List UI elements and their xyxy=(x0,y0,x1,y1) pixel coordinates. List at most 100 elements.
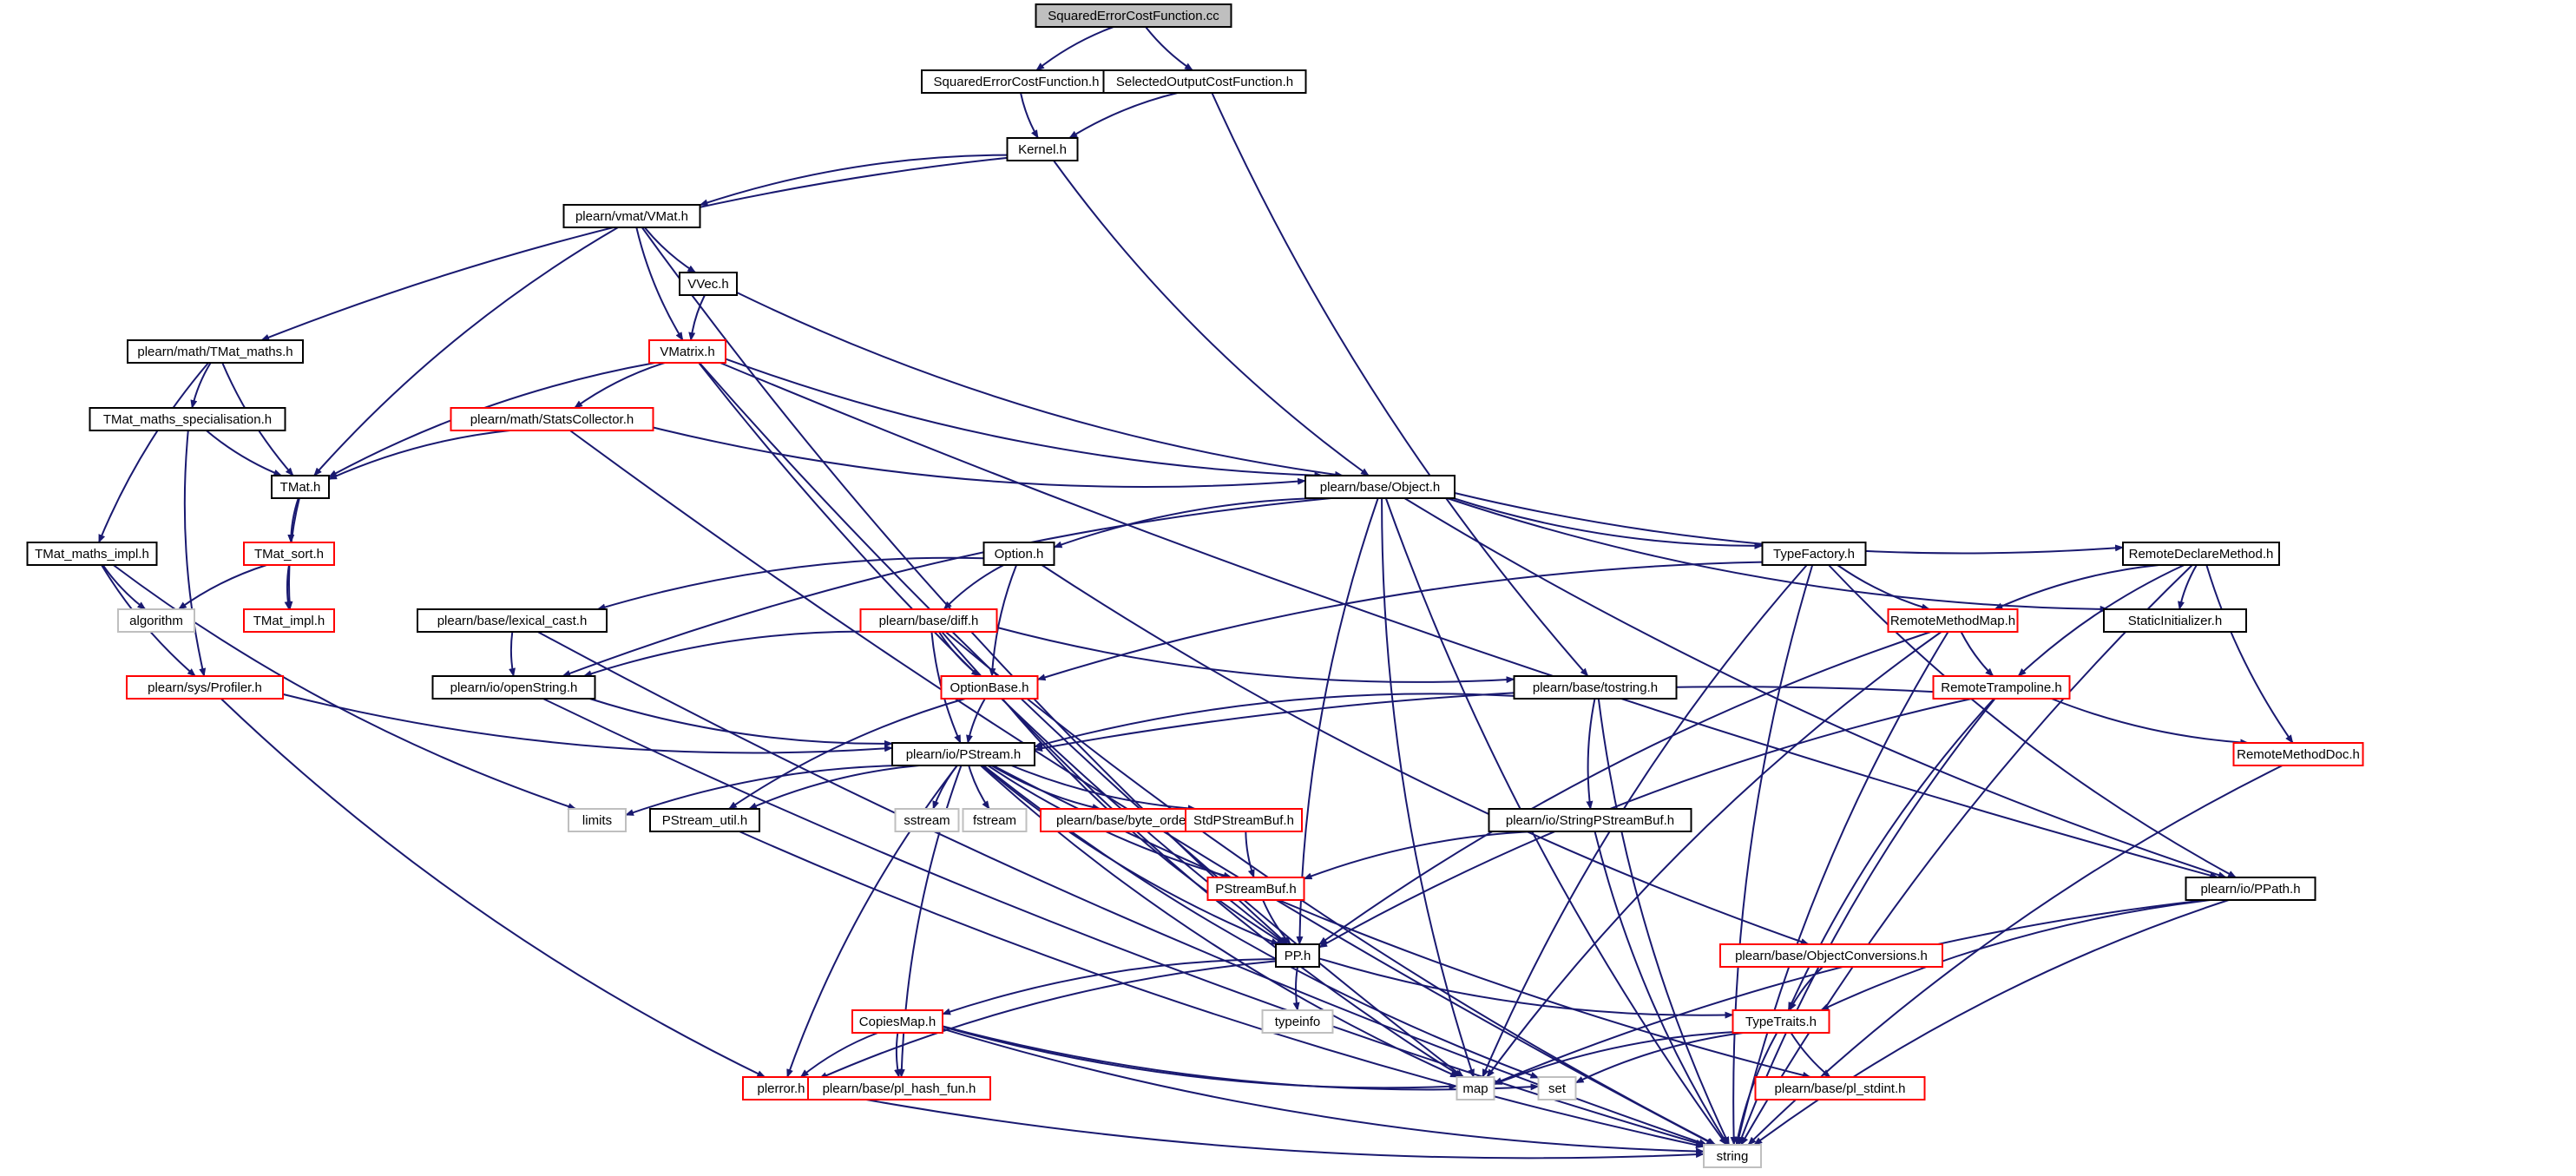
edge-tmat-impl2-to-algorithm xyxy=(102,564,147,610)
node-box xyxy=(1513,675,1678,700)
edge-pp-to-typetraits xyxy=(1318,957,1734,1019)
node-box xyxy=(1537,1076,1577,1100)
node-pstream-util[interactable]: PStream_util.h xyxy=(649,808,760,832)
node-psbuf[interactable]: PStreamBuf.h xyxy=(1206,877,1305,901)
node-vmat-h[interactable]: plearn/vmat/VMat.h xyxy=(562,204,701,228)
node-tostring[interactable]: plearn/base/tostring.h xyxy=(1513,675,1678,700)
node-box xyxy=(679,272,738,296)
node-box xyxy=(1488,808,1692,832)
node-label: PP.h xyxy=(1285,949,1311,963)
node-pstream[interactable]: plearn/io/PStream.h xyxy=(891,742,1035,766)
node-static-init[interactable]: StaticInitializer.h xyxy=(2103,608,2247,633)
node-copiesmap[interactable]: CopiesMap.h xyxy=(851,1009,943,1034)
node-typeinfo: typeinfo xyxy=(1261,1009,1334,1034)
node-profiler[interactable]: plearn/sys/Profiler.h xyxy=(126,675,284,700)
node-optionbase[interactable]: OptionBase.h xyxy=(940,675,1039,700)
node-rmm[interactable]: RemoteMethodMap.h xyxy=(1887,608,2019,633)
node-lexical[interactable]: plearn/base/lexical_cast.h xyxy=(417,608,608,633)
node-object[interactable]: plearn/base/Object.h xyxy=(1304,475,1456,499)
node-remotedecl[interactable]: RemoteDeclareMethod.h xyxy=(2122,542,2280,566)
node-stats[interactable]: plearn/math/StatsCollector.h xyxy=(450,407,654,431)
node-label: plearn/io/PStream.h xyxy=(906,747,1022,762)
node-plerror[interactable]: plerror.h xyxy=(742,1076,820,1100)
edge-pstream-to-limits xyxy=(625,765,901,817)
node-algorithm: algorithm xyxy=(117,608,195,633)
node-tmat-maths[interactable]: plearn/math/TMat_maths.h xyxy=(127,339,304,364)
node-tmat-impl[interactable]: TMat_impl.h xyxy=(243,608,335,633)
node-label: StdPStreamBuf.h xyxy=(1193,813,1294,828)
node-label: SquaredErrorCostFunction.h xyxy=(934,75,1100,89)
node-box xyxy=(1304,475,1456,499)
node-label: VMatrix.h xyxy=(660,345,714,359)
edge-pp-to-copiesmap xyxy=(942,958,1277,1015)
node-label: RemoteMethodDoc.h xyxy=(2237,747,2360,762)
node-label: plearn/base/ObjectConversions.h xyxy=(1735,949,1928,963)
node-hashfun[interactable]: plearn/base/pl_hash_fun.h xyxy=(807,1076,991,1100)
node-typetraits[interactable]: TypeTraits.h xyxy=(1732,1009,1830,1034)
edge-lexical-to-openstring xyxy=(509,631,516,677)
edge-remotedecl-to-rmm xyxy=(1994,564,2159,610)
edge-pstream-util-to-string xyxy=(739,831,1705,1149)
edge-diff-to-string xyxy=(944,631,1717,1146)
node-tmat-sort[interactable]: TMat_sort.h xyxy=(243,542,335,566)
node-limits: limits xyxy=(568,808,627,832)
node-ppath[interactable]: plearn/io/PPath.h xyxy=(2185,877,2316,901)
edge-secf-h-to-kernel xyxy=(1020,92,1039,139)
edge-object-to-option xyxy=(1053,497,1319,549)
node-openstring[interactable]: plearn/io/openString.h xyxy=(431,675,596,700)
node-diff[interactable]: plearn/base/diff.h xyxy=(859,608,998,633)
node-typefactory[interactable]: TypeFactory.h xyxy=(1761,542,1867,566)
node-vvec[interactable]: VVec.h xyxy=(679,272,738,296)
node-box xyxy=(89,407,286,431)
node-tmat-impl2[interactable]: TMat_maths_impl.h xyxy=(26,542,158,566)
edge-vmatrix-to-ppath xyxy=(720,362,2219,879)
node-stdpsb[interactable]: StdPStreamBuf.h xyxy=(1185,808,1303,832)
node-pp[interactable]: PP.h xyxy=(1275,943,1320,968)
node-label: plearn/base/tostring.h xyxy=(1533,680,1658,695)
node-rmdoc[interactable]: RemoteMethodDoc.h xyxy=(2232,742,2364,766)
node-box xyxy=(1035,3,1232,28)
node-box xyxy=(1261,1009,1334,1034)
node-kernel[interactable]: Kernel.h xyxy=(1006,137,1079,161)
node-tmat-spec[interactable]: TMat_maths_specialisation.h xyxy=(89,407,286,431)
edge-remotedecl-to-rmdoc xyxy=(2205,564,2294,744)
edge-vmat-h-to-pp xyxy=(641,227,1289,945)
node-stdint[interactable]: plearn/base/pl_stdint.h xyxy=(1754,1076,1926,1100)
edge-option-to-diff xyxy=(943,564,1004,610)
edge-root-to-secf-h xyxy=(1035,26,1114,71)
edge-remotedecl-to-string xyxy=(1740,564,2193,1146)
edge-optionbase-to-pstream xyxy=(966,698,986,744)
node-label: TMat.h xyxy=(280,480,321,495)
edge-stringpsb-to-psbuf xyxy=(1303,831,1535,880)
node-objconv[interactable]: plearn/base/ObjectConversions.h xyxy=(1719,943,1943,968)
edge-socf-h-to-kernel xyxy=(1068,92,1179,139)
edge-rmm-to-map xyxy=(1486,631,1942,1078)
node-label: plearn/base/lexical_cast.h xyxy=(437,614,588,628)
node-label: plearn/base/pl_hash_fun.h xyxy=(823,1081,976,1096)
node-label: TMat_sort.h xyxy=(254,547,324,562)
node-label: Option.h xyxy=(995,547,1044,562)
node-tmat[interactable]: TMat.h xyxy=(271,475,330,499)
node-option[interactable]: Option.h xyxy=(982,542,1055,566)
node-label: plearn/io/StringPStreamBuf.h xyxy=(1506,813,1674,828)
node-label: plearn/base/Object.h xyxy=(1320,480,1440,495)
edge-vmatrix-to-object xyxy=(725,358,1324,479)
edge-root-to-socf-h xyxy=(1145,26,1193,71)
node-label: fstream xyxy=(973,813,1016,828)
node-stringpsb[interactable]: plearn/io/StringPStreamBuf.h xyxy=(1488,808,1692,832)
node-box xyxy=(450,407,654,431)
node-label: TMat_impl.h xyxy=(253,614,325,628)
node-label: Kernel.h xyxy=(1018,142,1067,157)
node-vmatrix[interactable]: VMatrix.h xyxy=(648,339,726,364)
edge-trampoline-to-pstream xyxy=(1034,686,1934,752)
node-secf-h[interactable]: SquaredErrorCostFunction.h xyxy=(921,69,1112,94)
node-trampoline[interactable]: RemoteTrampoline.h xyxy=(1932,675,2071,700)
node-box xyxy=(1006,137,1079,161)
node-socf-h[interactable]: SelectedOutputCostFunction.h xyxy=(1102,69,1307,94)
node-string: string xyxy=(1703,1144,1762,1168)
node-root[interactable]: SquaredErrorCostFunction.cc xyxy=(1035,3,1232,28)
edge-stringpsb-to-string xyxy=(1594,831,1729,1146)
edge-typetraits-to-set xyxy=(1574,1032,1744,1084)
node-box xyxy=(894,808,960,832)
